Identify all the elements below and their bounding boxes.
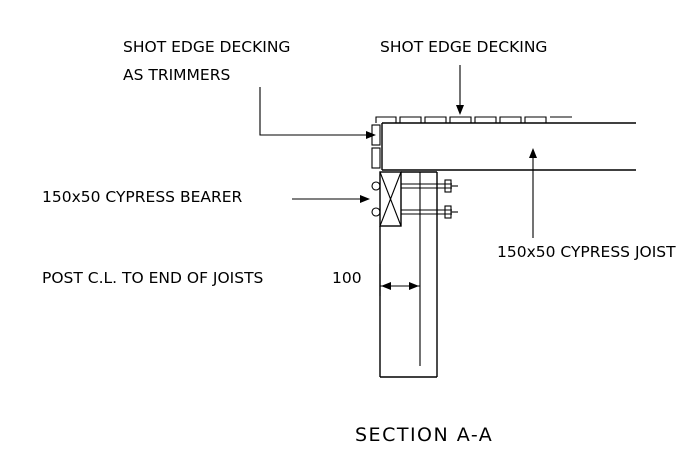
label-post-to-joist-end: POST C.L. TO END OF JOISTS [42, 269, 263, 287]
dimension-value: 100 [332, 269, 362, 287]
joist [381, 122, 636, 171]
leader-decking-top [456, 65, 464, 115]
label-decking-top: SHOT EDGE DECKING [380, 38, 547, 56]
post [379, 171, 438, 378]
bearer [379, 171, 402, 227]
dimension-100 [379, 264, 420, 296]
bolts [401, 179, 458, 219]
leader-bearer [292, 195, 370, 203]
label-joist: 150x50 CYPRESS JOIST [497, 243, 676, 261]
label-decking-trimmers-line1: SHOT EDGE DECKING [123, 38, 290, 56]
leader-decking-trimmers [259, 87, 376, 139]
label-bearer: 150x50 CYPRESS BEARER [42, 188, 243, 206]
label-decking-trimmers-line2: AS TRIMMERS [123, 66, 230, 84]
deck-boards [375, 116, 572, 123]
leader-joist [529, 148, 537, 238]
washers [371, 181, 381, 217]
edge-trimmer-boards [371, 124, 381, 169]
section-title: SECTION A-A [355, 424, 493, 446]
